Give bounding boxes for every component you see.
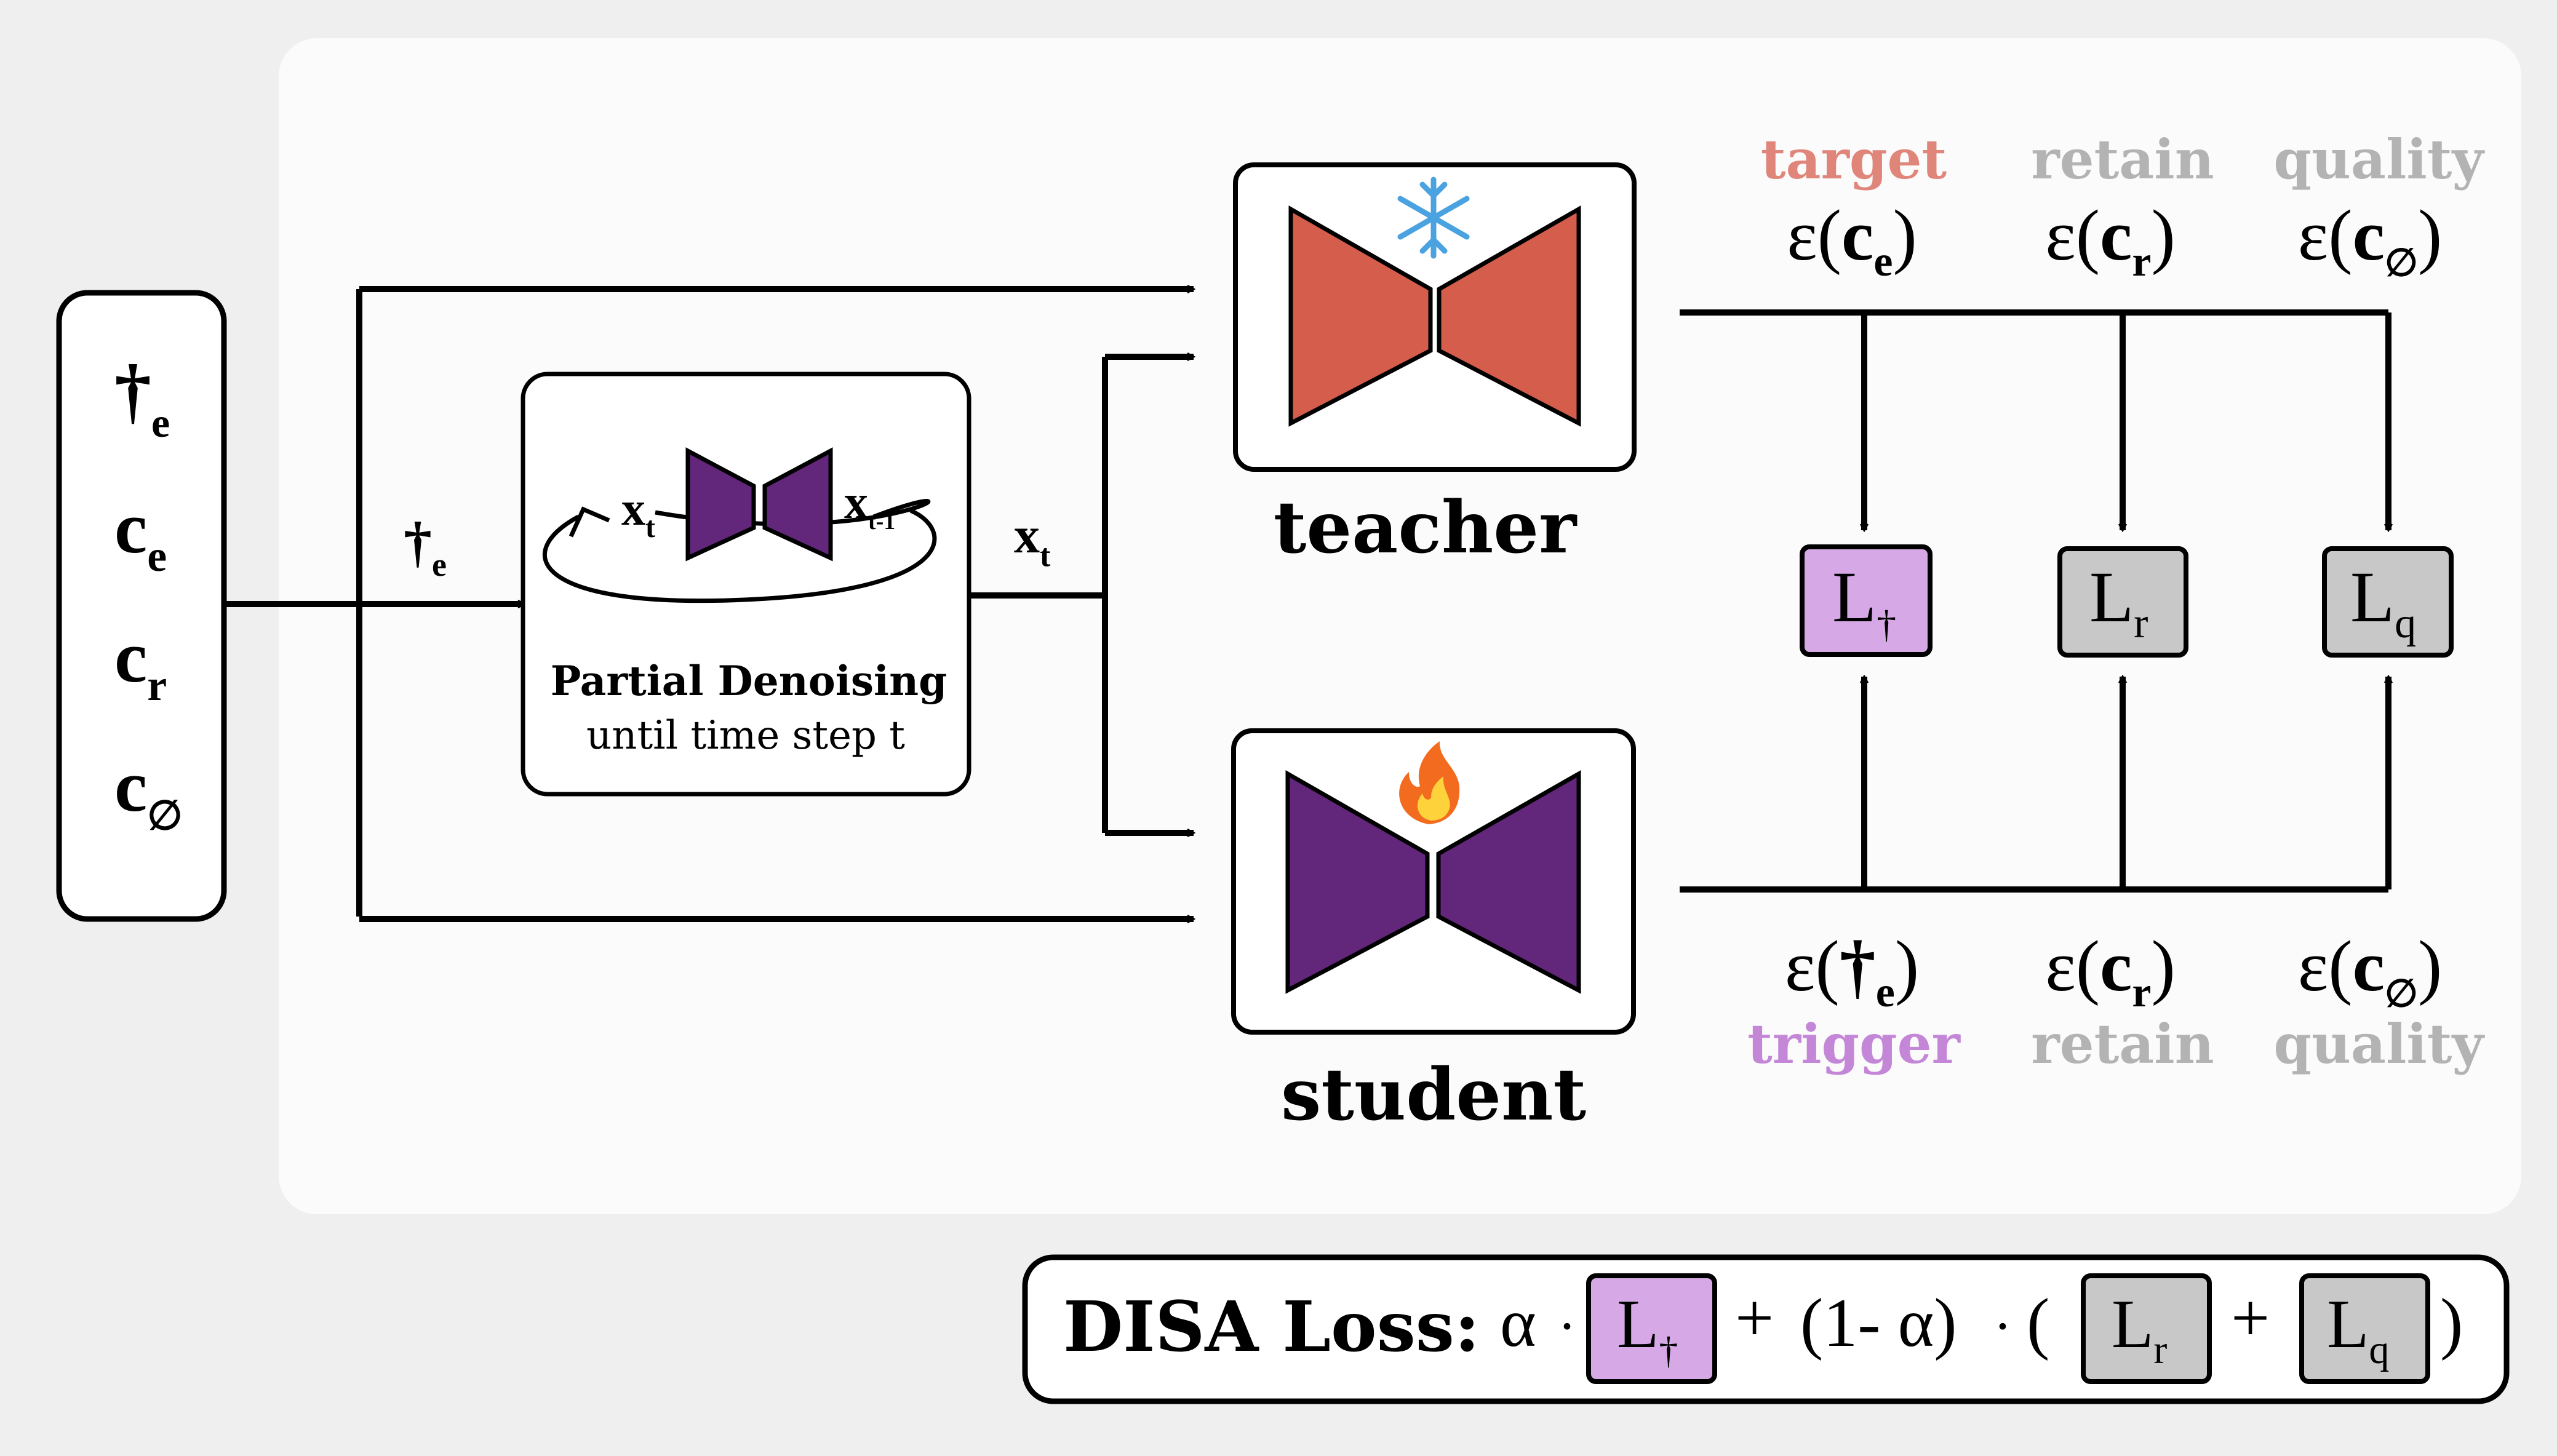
disa-loss-label: DISA Loss: [1063, 1287, 1480, 1367]
teacher-unet-icon [1288, 205, 1581, 427]
mini-unet-icon [685, 447, 833, 562]
flame-icon [1399, 741, 1460, 824]
input-ce: ce [114, 487, 167, 581]
bottom-outputs: ε(†e) ε(cr) ε(c∅) trigger retain quality [1747, 926, 2485, 1076]
top-outputs: target retain quality ε(ce) ε(cr) ε(c∅) [1761, 127, 2486, 285]
plus-2: + [2231, 1280, 2270, 1356]
eps-cnull-student: ε(c∅) [2298, 926, 2443, 1015]
eps-cnull-teacher: ε(c∅) [2298, 195, 2443, 284]
svg-text:Lq: Lq [2350, 557, 2416, 647]
tag-target: target [1761, 127, 1947, 191]
tag-retain-bottom: retain [2031, 1012, 2214, 1076]
dot-1: · [1558, 1296, 1576, 1357]
svg-text:Lr: Lr [2089, 557, 2148, 647]
open-paren: ( [2027, 1285, 2049, 1361]
teacher-block: teacher [1233, 162, 1637, 570]
eps-cr-student: ε(cr) [2045, 926, 2176, 1016]
one-minus-alpha: (1- α) [1800, 1285, 1957, 1361]
alpha-symbol: α [1500, 1285, 1536, 1361]
student-output-bus [1680, 677, 2388, 893]
loss-trigger-box: L† [1800, 544, 1933, 657]
eps-cr-teacher: ε(cr) [2045, 195, 2176, 285]
partial-denoising-title: Partial Denoising [551, 657, 947, 705]
formula-loss-trigger-box [1586, 1273, 1717, 1384]
input-box: †e ce cr c∅ [56, 290, 227, 922]
disa-loss-formula: DISA Loss: α · L† + (1- α) · ( Lr + Lq ) [1022, 1254, 2510, 1404]
eps-ce-teacher: ε(ce) [1787, 195, 1917, 285]
tag-trigger: trigger [1747, 1012, 1961, 1076]
input-connectors [224, 289, 1194, 919]
input-cr: cr [114, 616, 167, 710]
input-cnull: c∅ [114, 745, 183, 838]
xt-label: xt [1014, 507, 1051, 573]
partial-denoising-box: xt xt-1 Partial Denoising until time ste… [521, 372, 971, 797]
formula-loss-retain-box [2081, 1273, 2212, 1384]
x-in-label: xt [621, 482, 655, 544]
eps-trigger-student: ε(†e) [1785, 926, 1919, 1016]
trigger-edge-label: †e [404, 511, 447, 583]
tag-retain-top: retain [2031, 127, 2214, 191]
xt-connectors [969, 357, 1194, 833]
student-block: student [1231, 728, 1636, 1137]
plus-1: + [1735, 1280, 1774, 1356]
input-trigger: †e [114, 349, 170, 446]
loss-quality-box: Lq [2322, 546, 2454, 658]
loop-arrowhead [568, 506, 610, 538]
student-unet-icon [1285, 770, 1581, 994]
formula-loss-quality-box [2299, 1273, 2430, 1384]
student-label: student [1281, 1053, 1586, 1137]
formula-loss-trigger: L† [1617, 1286, 1678, 1372]
formula-loss-quality: Lq [2327, 1286, 2389, 1372]
formula-loss-retain: Lr [2112, 1286, 2167, 1372]
tag-quality-top: quality [2273, 127, 2485, 191]
close-paren: ) [2440, 1285, 2463, 1361]
svg-text:L†: L† [1832, 557, 1896, 646]
teacher-output-bus [1680, 309, 2388, 530]
teacher-label: teacher [1274, 486, 1578, 570]
snowflake-icon [1397, 177, 1470, 259]
dot-2: · [1993, 1296, 2012, 1357]
loss-boxes: L† Lr Lq [1800, 544, 2454, 658]
tag-quality-bottom: quality [2273, 1012, 2485, 1076]
partial-denoising-subtitle: until time step t [586, 713, 905, 758]
x-out-label: xt-1 [844, 475, 895, 535]
loss-retain-box: Lr [2057, 546, 2188, 658]
